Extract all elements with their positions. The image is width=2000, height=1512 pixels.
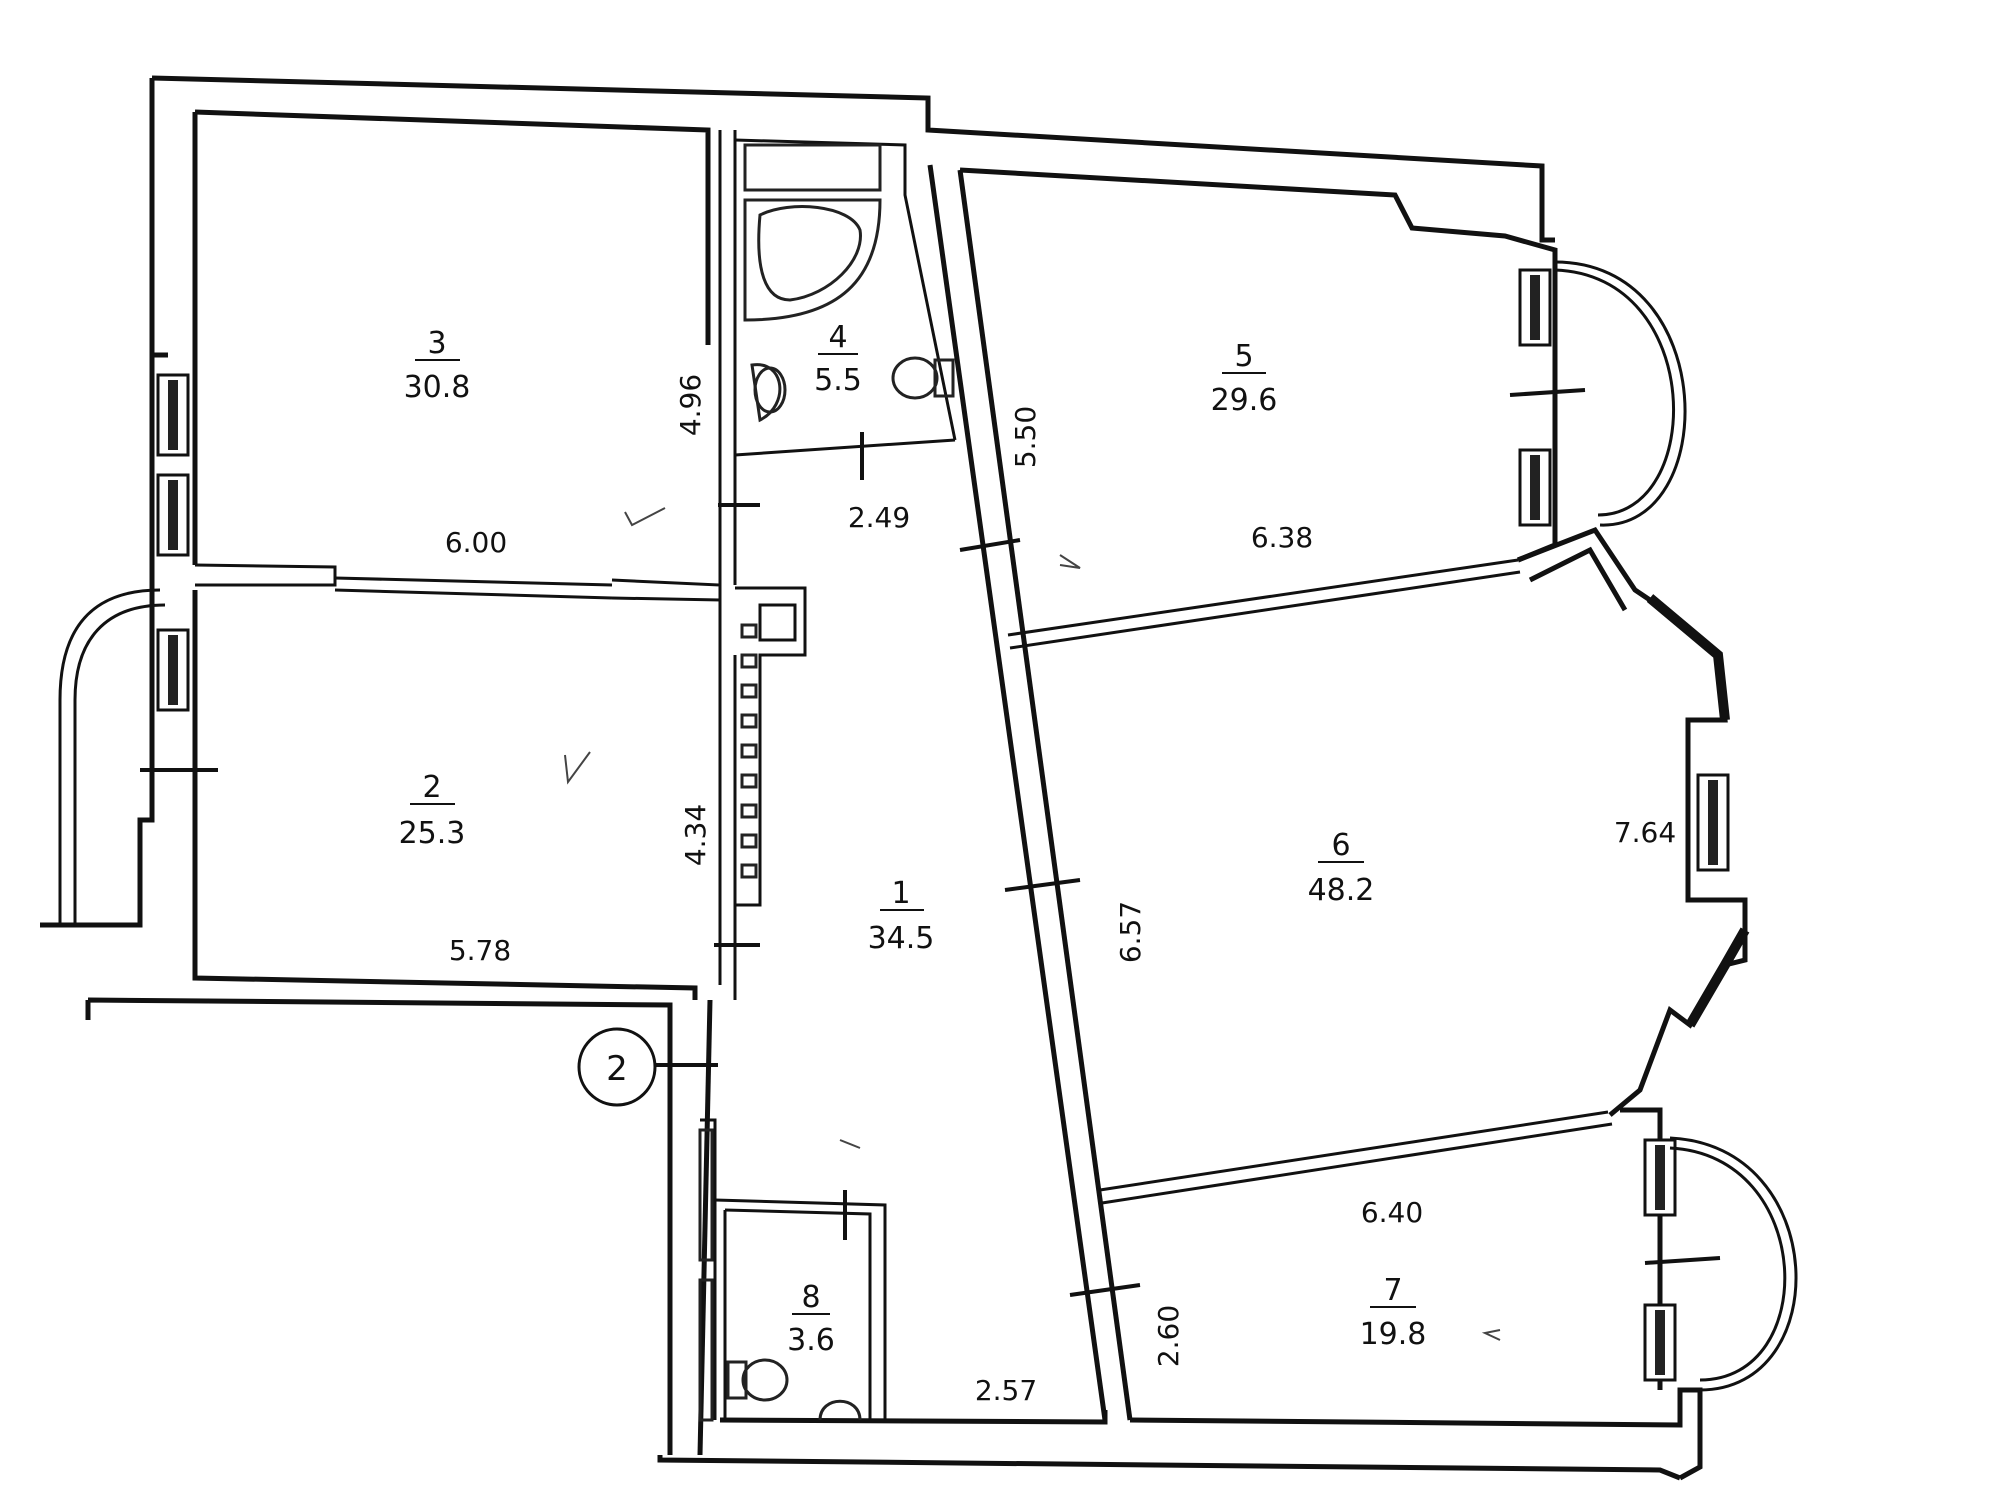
room-number: 5 [1234,339,1253,374]
dim-room2-depth: 4.34 [679,804,712,866]
balconies [1554,260,1798,1392]
dim-room2-width: 5.78 [449,934,511,967]
annotation-marks [564,507,1501,1341]
radiator [743,143,882,192]
sink-icon [750,363,782,423]
fixtures [698,143,955,1422]
dim-room5-depth: 5.50 [1009,406,1042,468]
dim-room7-depth: 2.60 [1152,1305,1185,1367]
dim-room4-width: 2.49 [848,501,910,534]
toilet-icon [741,1358,789,1402]
room-labels: 3 30.8 4 5.5 5 29.6 2 25.3 1 34.5 6 48.2 [399,320,1427,1358]
room-area: 25.3 [399,816,466,851]
room-number: 2 [422,770,441,805]
room-2-label: 2 25.3 [399,770,466,851]
room-number: 3 [427,326,446,361]
room-8-label: 8 3.6 [787,1280,835,1358]
axis-marker-label: 2 [606,1049,628,1089]
dim-room3-depth: 4.96 [674,374,707,436]
wardrobe [740,623,758,879]
room-number: 6 [1331,828,1350,863]
room-number: 8 [801,1280,820,1315]
room-number: 1 [891,876,910,911]
windows [156,268,1750,1382]
room-area: 48.2 [1308,873,1375,908]
room-1-label: 1 34.5 [868,876,935,956]
sink-icon [818,1399,862,1421]
axis-marker: 2 [577,1027,657,1107]
room-area: 30.8 [404,370,471,405]
door-marks [140,388,1721,1297]
dim-room6-width: 7.64 [1614,816,1676,849]
room-area: 34.5 [868,921,935,956]
bathtub-icon [743,198,882,322]
outer-walls [40,75,1748,1481]
room-6-label: 6 48.2 [1308,828,1375,908]
dim-corridor-width: 2.57 [975,1374,1037,1407]
dim-room7-width: 6.40 [1361,1196,1423,1229]
dim-room3-width: 6.00 [445,526,507,559]
room-area: 3.6 [787,1323,835,1358]
room-number: 4 [828,320,847,355]
room-number: 7 [1383,1273,1402,1308]
dim-room5-width: 6.38 [1251,521,1313,554]
interior-walls [194,130,957,1420]
toilet-icon [891,356,939,400]
dim-room6-depth: 6.57 [1114,901,1147,963]
room-3-label: 3 30.8 [404,326,471,405]
room-area: 5.5 [814,363,862,398]
room-area: 19.8 [1360,1317,1427,1352]
room-area: 29.6 [1211,383,1278,418]
dimension-labels: 6.00 4.96 2.49 5.50 6.38 4.34 5.78 6.57 … [445,374,1676,1407]
room-4-label: 4 5.5 [814,320,862,398]
room-7-label: 7 19.8 [1360,1273,1427,1352]
room-5-label: 5 29.6 [1211,339,1278,418]
